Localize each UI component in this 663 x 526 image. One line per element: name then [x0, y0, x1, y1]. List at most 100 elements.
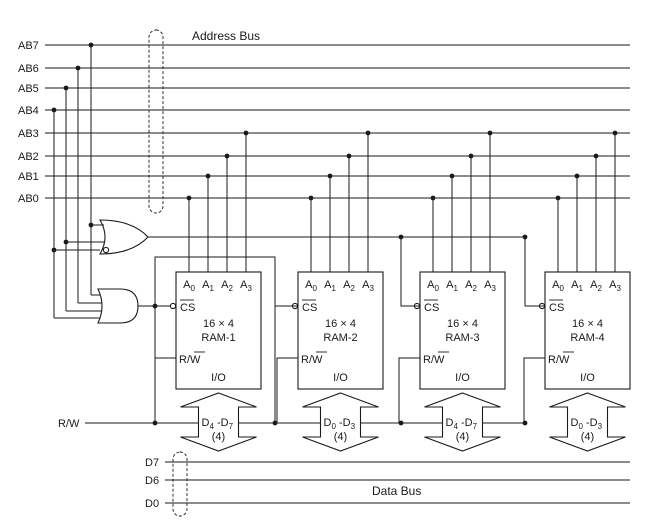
junction-dot [430, 195, 436, 201]
junction-dot [522, 420, 528, 426]
bus-width-label: (4) [581, 431, 594, 443]
pin-label-a2: A2 [221, 279, 233, 293]
data-bus-arrow [180, 392, 257, 452]
ram-chip-body [175, 271, 262, 390]
data-bus-label: Data Bus [372, 484, 421, 498]
bus-width-label: (4) [456, 431, 469, 443]
junction-dot [593, 153, 599, 159]
address-line-label-ab7: AB7 [18, 40, 39, 52]
rw-pin-wire [276, 357, 298, 423]
rw-pin-label: R/W [423, 354, 445, 366]
pin-label-a3: A3 [609, 279, 621, 293]
rw-pin-label: R/W [179, 354, 201, 366]
bus-range-label: D0 -D3 [324, 417, 356, 431]
ram-chip-body [297, 271, 384, 390]
pin-label-a0: A0 [305, 279, 317, 293]
ram-name: RAM-3 [445, 332, 479, 344]
data-bus-arrow [424, 392, 501, 452]
junction-dot [522, 234, 528, 240]
ram-name: RAM-2 [323, 332, 357, 344]
junction-dot [272, 420, 278, 426]
junction-dot [243, 130, 249, 136]
io-label: I/O [580, 372, 595, 384]
io-label: I/O [333, 372, 348, 384]
pin-label-a1: A1 [571, 279, 583, 293]
data-line-label-d7: D7 [145, 457, 159, 469]
data-line-label-d0: D0 [145, 498, 159, 510]
ram-chip-body [544, 271, 631, 390]
junction-dot [346, 153, 352, 159]
pin-label-a1: A1 [202, 279, 214, 293]
cs-wire-ram3 [400, 237, 420, 307]
data-line-label-d6: D6 [145, 475, 159, 487]
io-label: I/O [455, 372, 470, 384]
chip-select-label: CS [549, 302, 564, 314]
pin-label-a3: A3 [240, 279, 252, 293]
bus-range-label: D4 -D7 [446, 417, 478, 431]
address-line-label-ab1: AB1 [18, 171, 39, 183]
address-line-label-ab6: AB6 [18, 63, 39, 75]
junction-dot [205, 173, 211, 179]
cs-select-line [154, 256, 276, 423]
data-bus-bracket [172, 451, 188, 517]
cs-wire-ram4 [524, 237, 545, 307]
junction-dot [555, 195, 561, 201]
junction-dot [224, 153, 230, 159]
inversion-bubble [102, 246, 110, 254]
ram-name: RAM-4 [570, 332, 604, 344]
junction-dot [186, 195, 192, 201]
junction-dot [574, 173, 580, 179]
pin-label-a3: A3 [362, 279, 374, 293]
bus-range-label: D0 -D3 [571, 417, 603, 431]
data-bus-arrow [302, 392, 379, 452]
address-line-label-ab5: AB5 [18, 83, 39, 95]
rw-pin-wire [154, 357, 176, 423]
pin-label-a0: A0 [427, 279, 439, 293]
chip-select-label: CS [424, 302, 439, 314]
junction-dot [398, 420, 404, 426]
ram-name: RAM-1 [201, 332, 235, 344]
data-bus-arrow [549, 392, 626, 452]
address-line-label-ab2: AB2 [18, 151, 39, 163]
inversion-bubble [169, 302, 177, 310]
rw-line-label: R/W [58, 418, 80, 430]
io-label: I/O [211, 372, 226, 384]
address-line-label-ab0: AB0 [18, 193, 39, 205]
junction-dot [612, 130, 618, 136]
junction-dot [308, 195, 314, 201]
ram-size: 16 × 4 [447, 318, 478, 330]
bus-range-label: D4 -D7 [202, 417, 234, 431]
pin-label-a1: A1 [446, 279, 458, 293]
junction-dot [51, 247, 57, 253]
pin-label-a2: A2 [343, 279, 355, 293]
decoder-logic: R/W [51, 42, 528, 430]
junction-dot [449, 173, 455, 179]
ram-chip-body [419, 271, 506, 390]
address-bus-bracket [148, 29, 164, 214]
pin-label-a2: A2 [590, 279, 602, 293]
rw-pin-wire [398, 357, 420, 423]
pin-label-a2: A2 [465, 279, 477, 293]
ram-size: 16 × 4 [325, 318, 356, 330]
ram-size: 16 × 4 [572, 318, 603, 330]
junction-dot [468, 153, 474, 159]
bus-width-label: (4) [334, 431, 347, 443]
or-gate-upper [99, 219, 149, 255]
bus-width-label: (4) [212, 431, 225, 443]
junction-dot [365, 130, 371, 136]
address-bus-label: Address Bus [192, 29, 260, 43]
pin-label-a0: A0 [552, 279, 564, 293]
chip-select-label: CS [302, 302, 317, 314]
pin-label-a3: A3 [484, 279, 496, 293]
rw-pin-label: R/W [301, 354, 323, 366]
address-line-label-ab3: AB3 [18, 128, 39, 140]
pin-label-a0: A0 [183, 279, 195, 293]
address-line-label-ab4: AB4 [18, 105, 39, 117]
